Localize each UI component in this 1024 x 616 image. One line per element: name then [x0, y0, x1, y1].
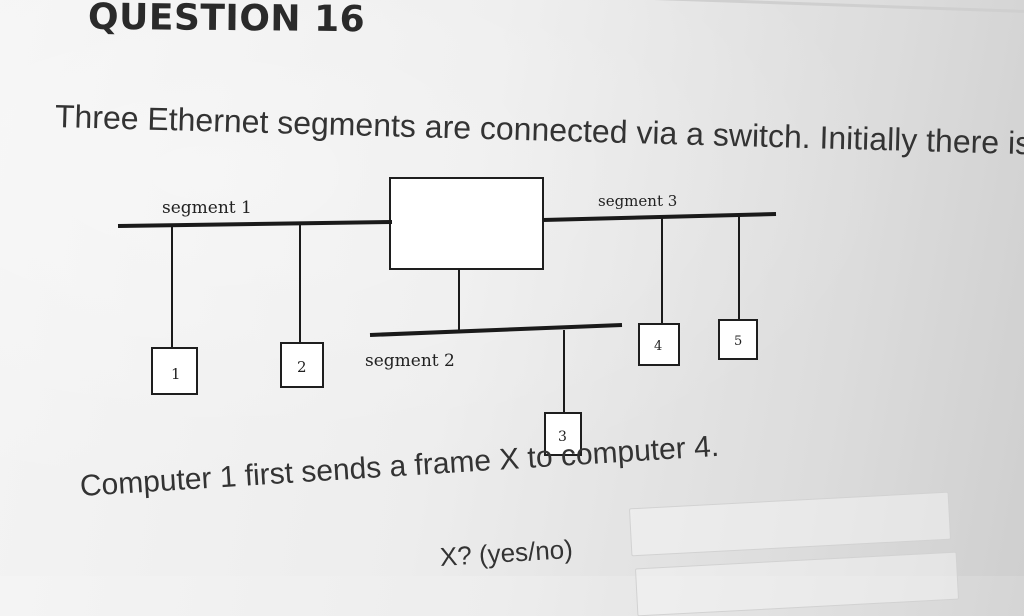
network-diagram: segment 1 segment 3 segment 2 1 2 3 4 5 [117, 177, 777, 456]
switch-box [389, 177, 544, 270]
computer-5-label: 5 [734, 334, 742, 349]
segment-1-bus [117, 220, 393, 228]
computer-5-box [718, 319, 758, 360]
computer-2-label: 2 [297, 358, 307, 376]
segment-1-label: segment 1 [162, 198, 252, 218]
computer-2-box [280, 342, 324, 388]
segment-3-bus [542, 212, 777, 222]
computer-1-label: 1 [171, 365, 181, 383]
segment-3-label: segment 3 [598, 192, 677, 210]
computer-4-box [638, 323, 680, 366]
computer-3-label: 3 [558, 429, 567, 445]
computer-1-box [151, 347, 198, 395]
computer-3-box [544, 412, 582, 456]
segment-2-bus [369, 323, 623, 337]
segment-2-label: segment 2 [365, 351, 455, 371]
computer-4-label: 4 [654, 339, 662, 354]
